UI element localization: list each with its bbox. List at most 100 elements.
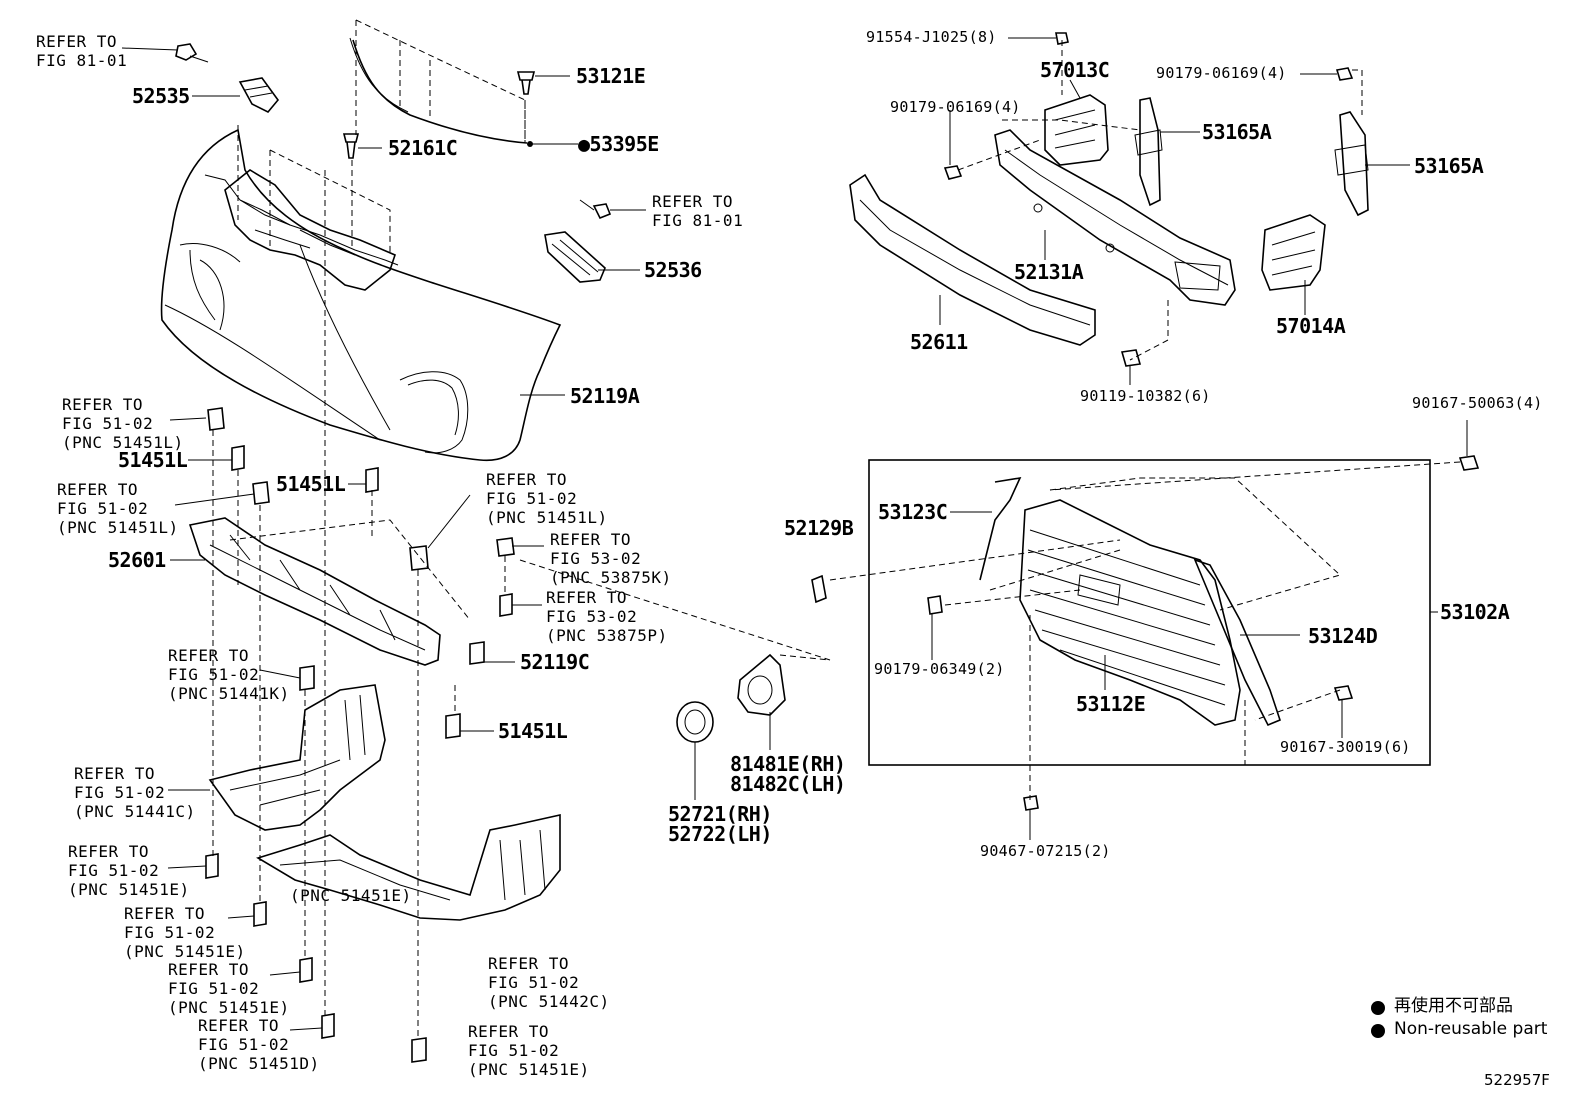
clip-52129B xyxy=(811,574,827,604)
callout-line: REFER TO xyxy=(124,904,206,923)
callout-line: 53124D xyxy=(1308,624,1378,648)
callout-line: 52161C xyxy=(388,136,458,160)
retainer-52601 xyxy=(188,517,441,666)
callout-53121e: 53121E xyxy=(576,64,646,88)
undercover-lower xyxy=(256,814,561,921)
callout-81481e-rh: 81481E(RH)81482C(LH) xyxy=(730,754,846,794)
upper-bracket xyxy=(224,169,396,291)
callout-line: (PNC 51441C) xyxy=(74,802,196,821)
callout-53123c: 53123C xyxy=(878,500,948,524)
bolt-90119 xyxy=(1120,349,1142,367)
callout-line: ●53395E xyxy=(578,132,659,156)
bumper-cover xyxy=(160,128,562,462)
callout-line: REFER TO xyxy=(62,395,144,414)
callout-90467-07215-2: 90467-07215(2) xyxy=(980,844,1111,859)
leader-lines xyxy=(121,37,1468,1031)
fog-cover-81481E xyxy=(737,653,786,716)
callout-line: (PNC 51441K) xyxy=(168,684,290,703)
dashed-guides xyxy=(212,19,1461,1040)
callout-line: 52611 xyxy=(910,330,968,354)
callout-90179-06169-4: 90179-06169(4) xyxy=(890,100,1021,115)
callout-line: FIG 51-02 xyxy=(62,414,154,433)
absorber-52611 xyxy=(849,173,1096,346)
callout-line: FIG 53-02 xyxy=(550,549,642,568)
callout-line: 90179-06169(4) xyxy=(1156,64,1287,82)
reinforcement-52131A xyxy=(994,129,1236,306)
callout-line: (PNC 51451E) xyxy=(68,880,190,899)
clip-53121E xyxy=(516,71,536,95)
molding-53124D xyxy=(1193,558,1281,727)
callout-line: FIG 51-02 xyxy=(74,783,166,802)
callout-line: 52131A xyxy=(1014,260,1084,284)
callout-line: 52129B xyxy=(784,516,854,540)
callout-line: (PNC 51451E) xyxy=(468,1060,590,1079)
bolt-fig81-left xyxy=(175,43,209,63)
grille-assembly-box xyxy=(868,459,1431,766)
legend-bullet-2 xyxy=(1371,1024,1385,1038)
legend-english: Non-reusable part xyxy=(1394,1019,1548,1039)
callout-line: 53165A xyxy=(1414,154,1484,178)
callout-line: 53123C xyxy=(878,500,948,524)
clip-52161C xyxy=(342,133,360,159)
callout-line: 51451L xyxy=(498,719,568,743)
callout-52129b: 52129B xyxy=(784,516,854,540)
callout-line: 52119A xyxy=(570,384,640,408)
callout-52611: 52611 xyxy=(910,332,968,352)
clip-90467 xyxy=(1023,795,1039,811)
callout-52601: 52601 xyxy=(108,550,166,570)
callout-line: FIG 51-02 xyxy=(168,665,260,684)
callout-line: FIG 51-02 xyxy=(468,1041,560,1060)
callout-line: 51451L xyxy=(118,448,188,472)
bracket-53165A-left xyxy=(1134,97,1163,207)
clip-90179-06349 xyxy=(927,595,943,615)
callout-line: (PNC 51451E) xyxy=(290,886,412,905)
callout-52536: 52536 xyxy=(644,260,702,280)
callout-line: 52119C xyxy=(520,650,590,674)
clip-52535 xyxy=(238,77,280,113)
callout-52119c: 52119C xyxy=(520,650,590,674)
callout-line: 53121E xyxy=(576,64,646,88)
callout-line: (PNC 51451E) xyxy=(168,998,290,1017)
callout-line: 51451L xyxy=(276,472,346,496)
callout-line: REFER TO xyxy=(550,530,632,549)
bracket-53165A-right xyxy=(1334,111,1369,217)
callout-51451l: 51451L xyxy=(498,719,568,743)
undercover-upper xyxy=(208,684,386,831)
callout-line: 90179-06349(2) xyxy=(874,660,1005,678)
callout-line: REFER TO xyxy=(168,646,250,665)
callout-90119-10382-6: 90119-10382(6) xyxy=(1080,389,1211,404)
legend-japanese: 再使用不可部品 xyxy=(1394,996,1513,1016)
callout-line: FIG 51-02 xyxy=(198,1035,290,1054)
callout-57013c: 57013C xyxy=(1040,60,1110,80)
callout-53165a: 53165A xyxy=(1202,122,1272,142)
callout-line: FIG 81-01 xyxy=(36,51,128,70)
callout-53102a: 53102A xyxy=(1440,602,1510,622)
callout-line: FIG 51-02 xyxy=(486,489,578,508)
callout-line: 90167-50063(4) xyxy=(1412,394,1543,412)
callout-line: FIG 51-02 xyxy=(168,979,260,998)
callout-line: 53112E xyxy=(1076,692,1146,716)
callout-line: REFER TO xyxy=(652,192,734,211)
molding-53123C xyxy=(979,476,1022,581)
callout-line: FIG 51-02 xyxy=(124,923,216,942)
callout-line: 90179-06169(4) xyxy=(890,98,1021,116)
seal-wire xyxy=(352,39,528,144)
callout-line: (PNC 51451L) xyxy=(486,508,608,527)
callout-91554-j1025-8: 91554-J1025(8) xyxy=(866,30,997,45)
callout-90167-50063-4: 90167-50063(4) xyxy=(1412,396,1543,411)
callout-53112e: 53112E xyxy=(1076,692,1146,716)
callout-line: (PNC 51451D) xyxy=(198,1054,320,1073)
bracket-52536 xyxy=(544,199,612,283)
callout-90179-06349-2: 90179-06349(2) xyxy=(874,662,1005,677)
